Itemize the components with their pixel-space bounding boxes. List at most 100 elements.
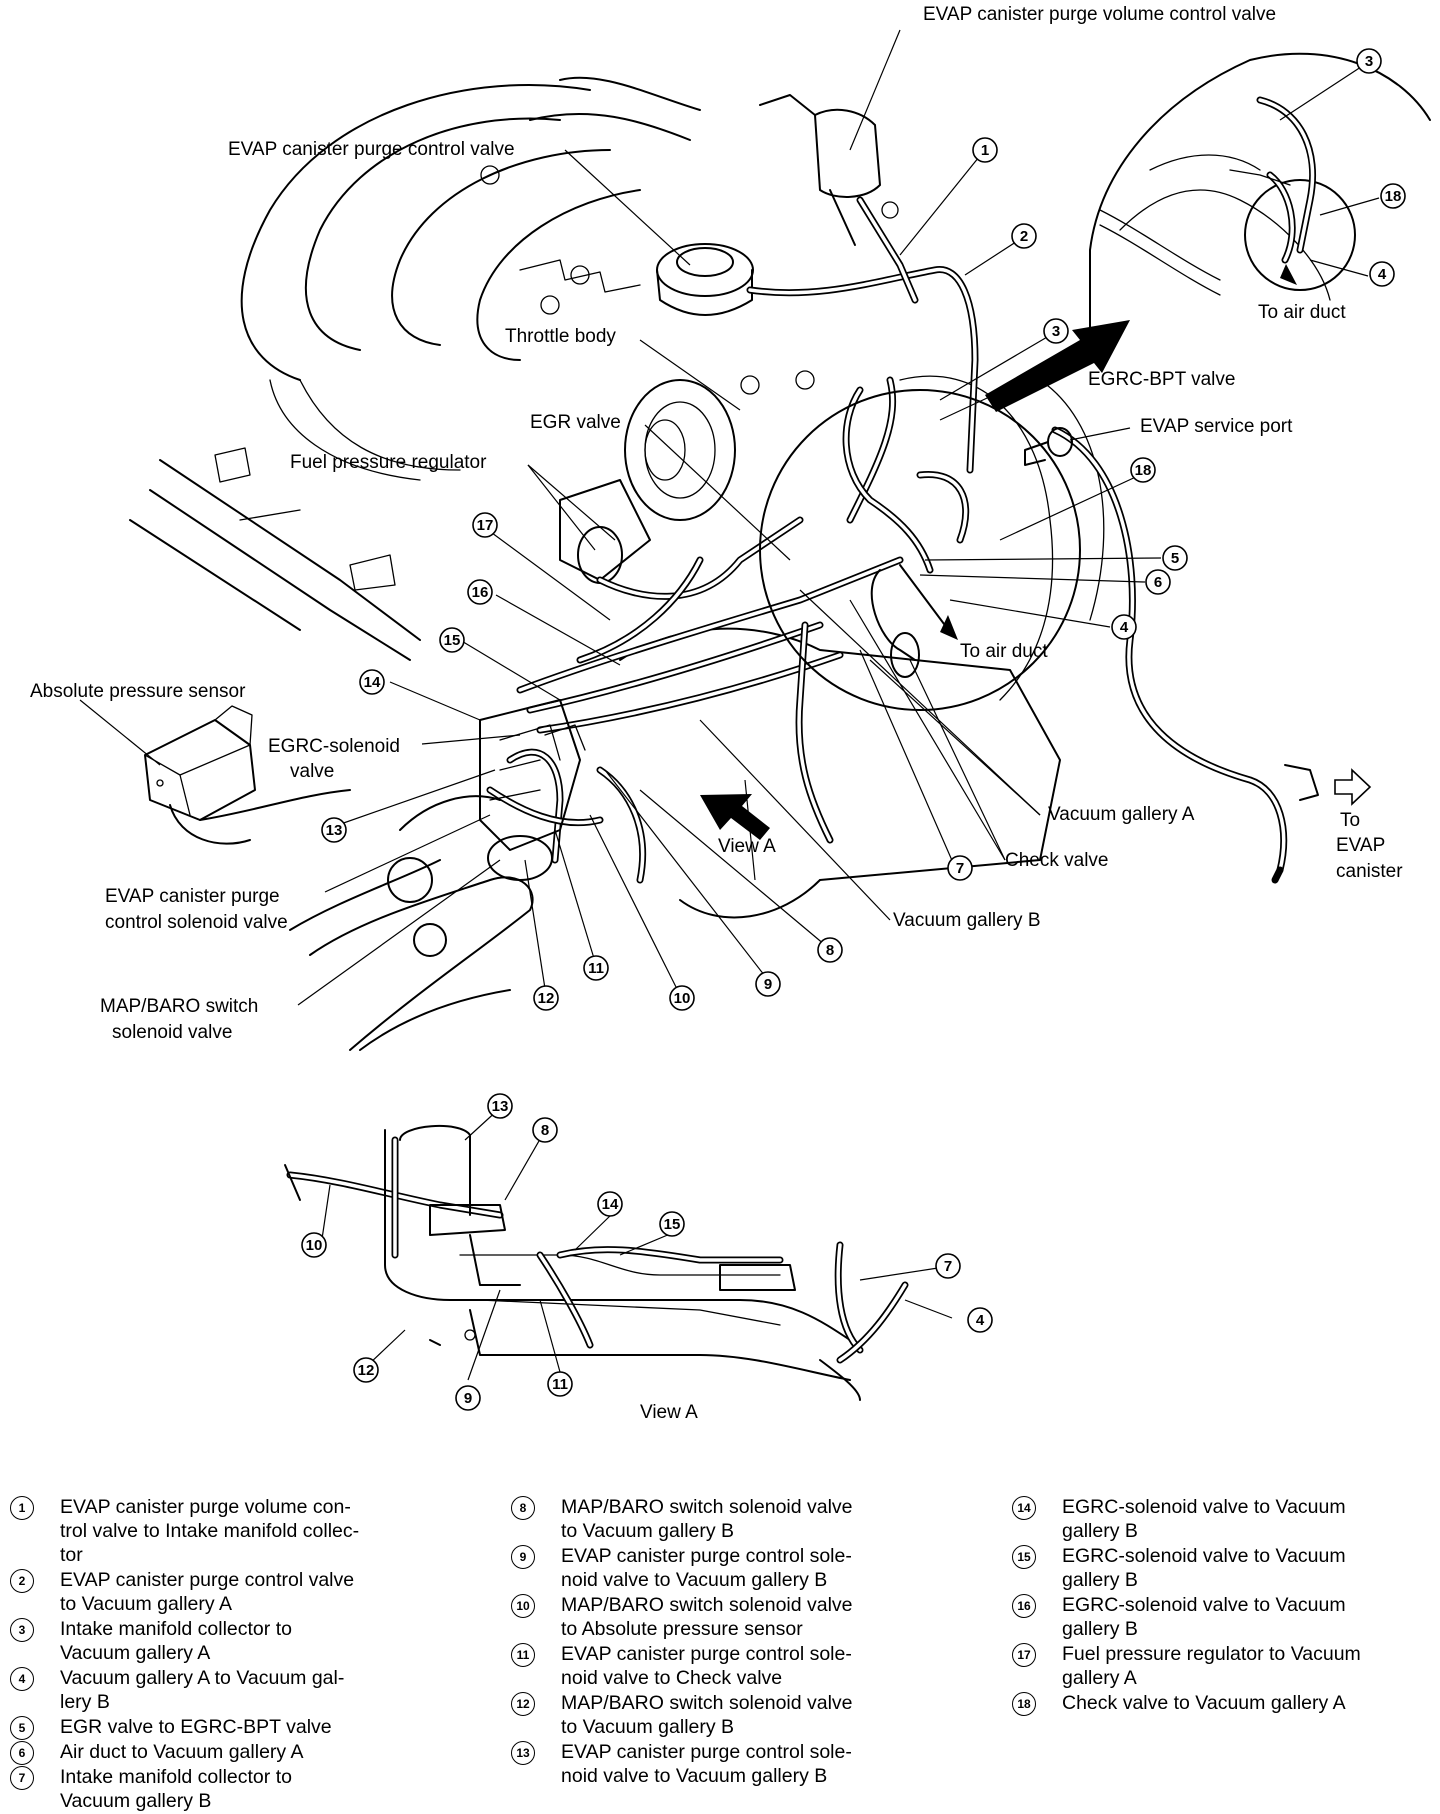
marker-inset-4: 4 [1369, 261, 1395, 287]
svg-text:18: 18 [1135, 462, 1152, 479]
label-to-evap-canister-2: EVAP [1336, 835, 1385, 856]
marker-view-a-14: 14 [597, 1191, 623, 1217]
to-evap-canister-arrow [1334, 768, 1372, 806]
marker-view-a-10: 10 [301, 1232, 327, 1258]
marker-9: 9 [755, 971, 781, 997]
label-map-baro-switch: MAP/BARO switch [100, 996, 258, 1017]
marker-view-a-11: 11 [547, 1371, 573, 1397]
marker-view-a-13: 13 [487, 1093, 513, 1119]
label-evap-service-port: EVAP service port [1140, 416, 1293, 437]
svg-text:8: 8 [541, 1122, 549, 1139]
label-to-evap-canister-3: canister [1336, 861, 1403, 882]
svg-text:7: 7 [944, 1258, 952, 1275]
label-view-a-arrow: View A [718, 836, 776, 857]
absolute-pressure-sensor [144, 705, 351, 845]
label-vacuum-gallery-a: Vacuum gallery A [1048, 804, 1195, 825]
label-egrc-solenoid-valve: EGRC-solenoid [268, 736, 400, 757]
label-map-baro-switch-2: solenoid valve [112, 1022, 232, 1043]
inset-detail [1089, 52, 1431, 341]
marker-16: 16 [467, 579, 493, 605]
vacuum-hoses [486, 196, 1319, 884]
svg-text:4: 4 [1120, 619, 1129, 636]
marker-inset-18: 18 [1380, 183, 1406, 209]
label-egrc-solenoid-valve-2: valve [290, 761, 334, 782]
marker-5: 5 [1162, 545, 1188, 571]
svg-text:14: 14 [364, 674, 381, 691]
label-evap-purge-solenoid-2: control solenoid valve [105, 912, 288, 933]
label-absolute-pressure-sensor: Absolute pressure sensor [30, 681, 246, 702]
callout-labels: EVAP canister purge volume control valve… [30, 4, 1403, 1423]
leader-lines [79, 29, 1380, 1381]
svg-text:12: 12 [538, 990, 555, 1007]
svg-text:3: 3 [1365, 53, 1373, 70]
svg-text:13: 13 [492, 1098, 509, 1115]
label-evap-purge-volume-valve: EVAP canister purge volume control valve [923, 4, 1276, 25]
marker-view-a-15: 15 [659, 1211, 685, 1237]
marker-view-a-9: 9 [455, 1385, 481, 1411]
marker-14: 14 [359, 669, 385, 695]
svg-text:18: 18 [1385, 188, 1402, 205]
evap-service-port [1024, 427, 1073, 466]
svg-text:6: 6 [1154, 574, 1162, 591]
label-to-air-duct-inset: To air duct [1258, 302, 1346, 323]
marker-view-a-8: 8 [532, 1117, 558, 1143]
svg-text:10: 10 [306, 1237, 323, 1254]
label-evap-purge-solenoid: EVAP canister purge [105, 886, 280, 907]
marker-1: 1 [972, 137, 998, 163]
svg-text:7: 7 [956, 860, 964, 877]
marker-2: 2 [1011, 223, 1037, 249]
label-vacuum-gallery-b: Vacuum gallery B [893, 910, 1041, 931]
marker-15: 15 [439, 627, 465, 653]
svg-text:14: 14 [602, 1196, 619, 1213]
label-view-a-caption: View A [640, 1402, 698, 1423]
label-evap-purge-control-valve: EVAP canister purge control valve [228, 139, 515, 160]
label-check-valve: Check valve [1005, 850, 1109, 871]
svg-text:16: 16 [472, 584, 489, 601]
marker-8: 8 [817, 937, 843, 963]
marker-11: 11 [583, 955, 609, 981]
label-fuel-pressure-regulator: Fuel pressure regulator [290, 452, 487, 473]
svg-text:13: 13 [326, 822, 343, 839]
marker-6: 6 [1145, 569, 1171, 595]
svg-text:3: 3 [1052, 323, 1060, 340]
marker-13: 13 [321, 817, 347, 843]
label-throttle-body: Throttle body [505, 326, 616, 347]
marker-view-a-12: 12 [353, 1357, 379, 1383]
marker-4: 4 [1111, 614, 1137, 640]
inset-pointer-arrow [985, 320, 1130, 412]
svg-text:11: 11 [588, 960, 604, 977]
svg-text:9: 9 [464, 1390, 472, 1407]
svg-text:10: 10 [674, 990, 691, 1007]
detail-circle [759, 389, 1081, 711]
to-air-duct-arrow-head [940, 615, 958, 640]
svg-text:5: 5 [1171, 550, 1179, 567]
marker-7: 7 [947, 855, 973, 881]
label-to-air-duct: To air duct [960, 641, 1048, 662]
marker-inset-3: 3 [1356, 48, 1382, 74]
marker-10: 10 [669, 985, 695, 1011]
svg-text:15: 15 [444, 632, 461, 649]
svg-text:9: 9 [764, 976, 772, 993]
svg-text:11: 11 [552, 1376, 568, 1393]
svg-text:15: 15 [664, 1216, 681, 1233]
